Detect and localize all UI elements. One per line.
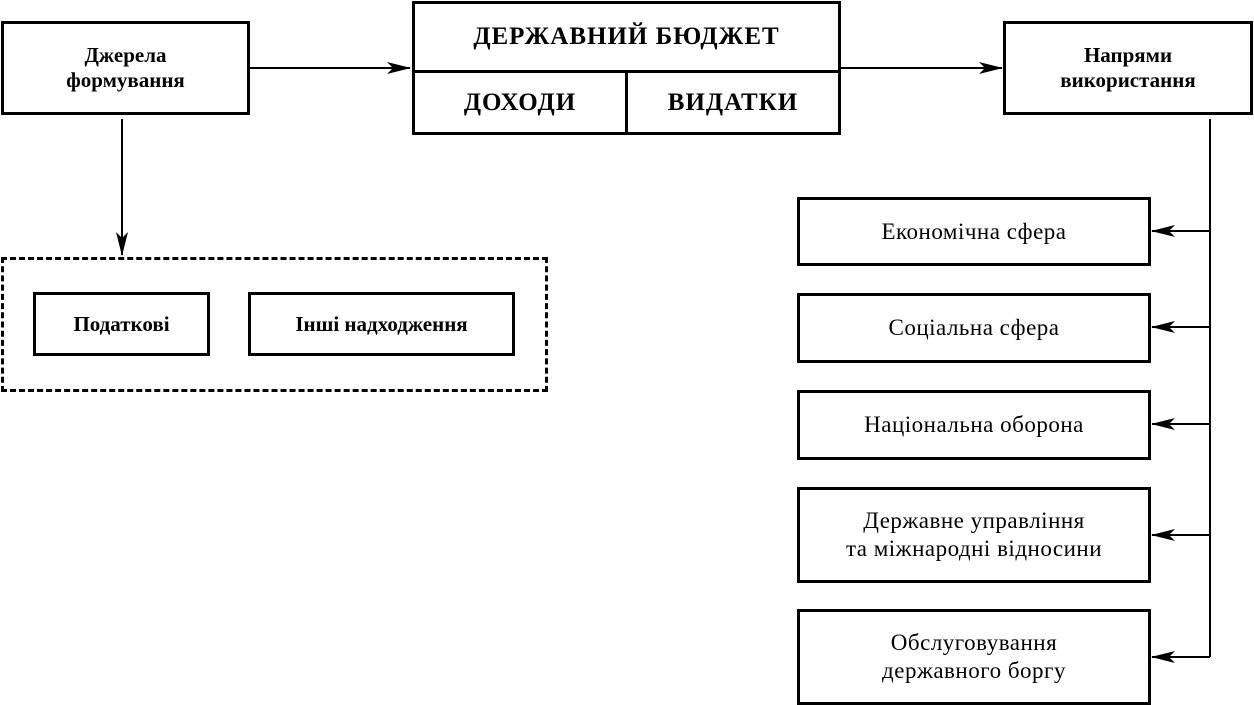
sources-title: Джерела формування [66, 43, 185, 92]
directions-title: Напрями використання [1060, 43, 1196, 92]
other-revenue-label: Інші надходження [295, 311, 468, 336]
national-defense-label: Національна оборона [864, 412, 1084, 437]
tax-revenue-label: Податкові [73, 311, 170, 336]
debt-service-box: Обслуговування державного боргу [797, 609, 1151, 705]
economic-sphere-label: Економічна сфера [881, 218, 1067, 244]
other-revenue-box: Інші надходження [248, 292, 515, 356]
debt-service-label: Обслуговування державного боргу [882, 630, 1066, 683]
social-sphere-label: Соціальна сфера [888, 315, 1060, 340]
budget-income-cell: ДОХОДИ [415, 73, 628, 132]
state-budget-box: ДЕРЖАВНИЙ БЮДЖЕТ ДОХОДИ ВИДАТКИ [412, 1, 841, 135]
national-defense-box: Національна оборона [797, 390, 1151, 460]
revenue-types-group [1, 257, 548, 392]
economic-sphere-box: Економічна сфера [797, 197, 1151, 266]
governance-relations-box: Державне управління та міжнародні віднос… [797, 487, 1151, 583]
directions-box: Напрями використання [1003, 21, 1253, 115]
governance-relations-label: Державне управління та міжнародні віднос… [845, 508, 1103, 561]
social-sphere-box: Соціальна сфера [797, 293, 1151, 363]
budget-expenses-cell: ВИДАТКИ [667, 88, 799, 116]
budget-title: ДЕРЖАВНИЙ БЮДЖЕТ [415, 4, 838, 73]
sources-box: Джерела формування [1, 21, 250, 115]
tax-revenue-box: Податкові [33, 292, 210, 356]
